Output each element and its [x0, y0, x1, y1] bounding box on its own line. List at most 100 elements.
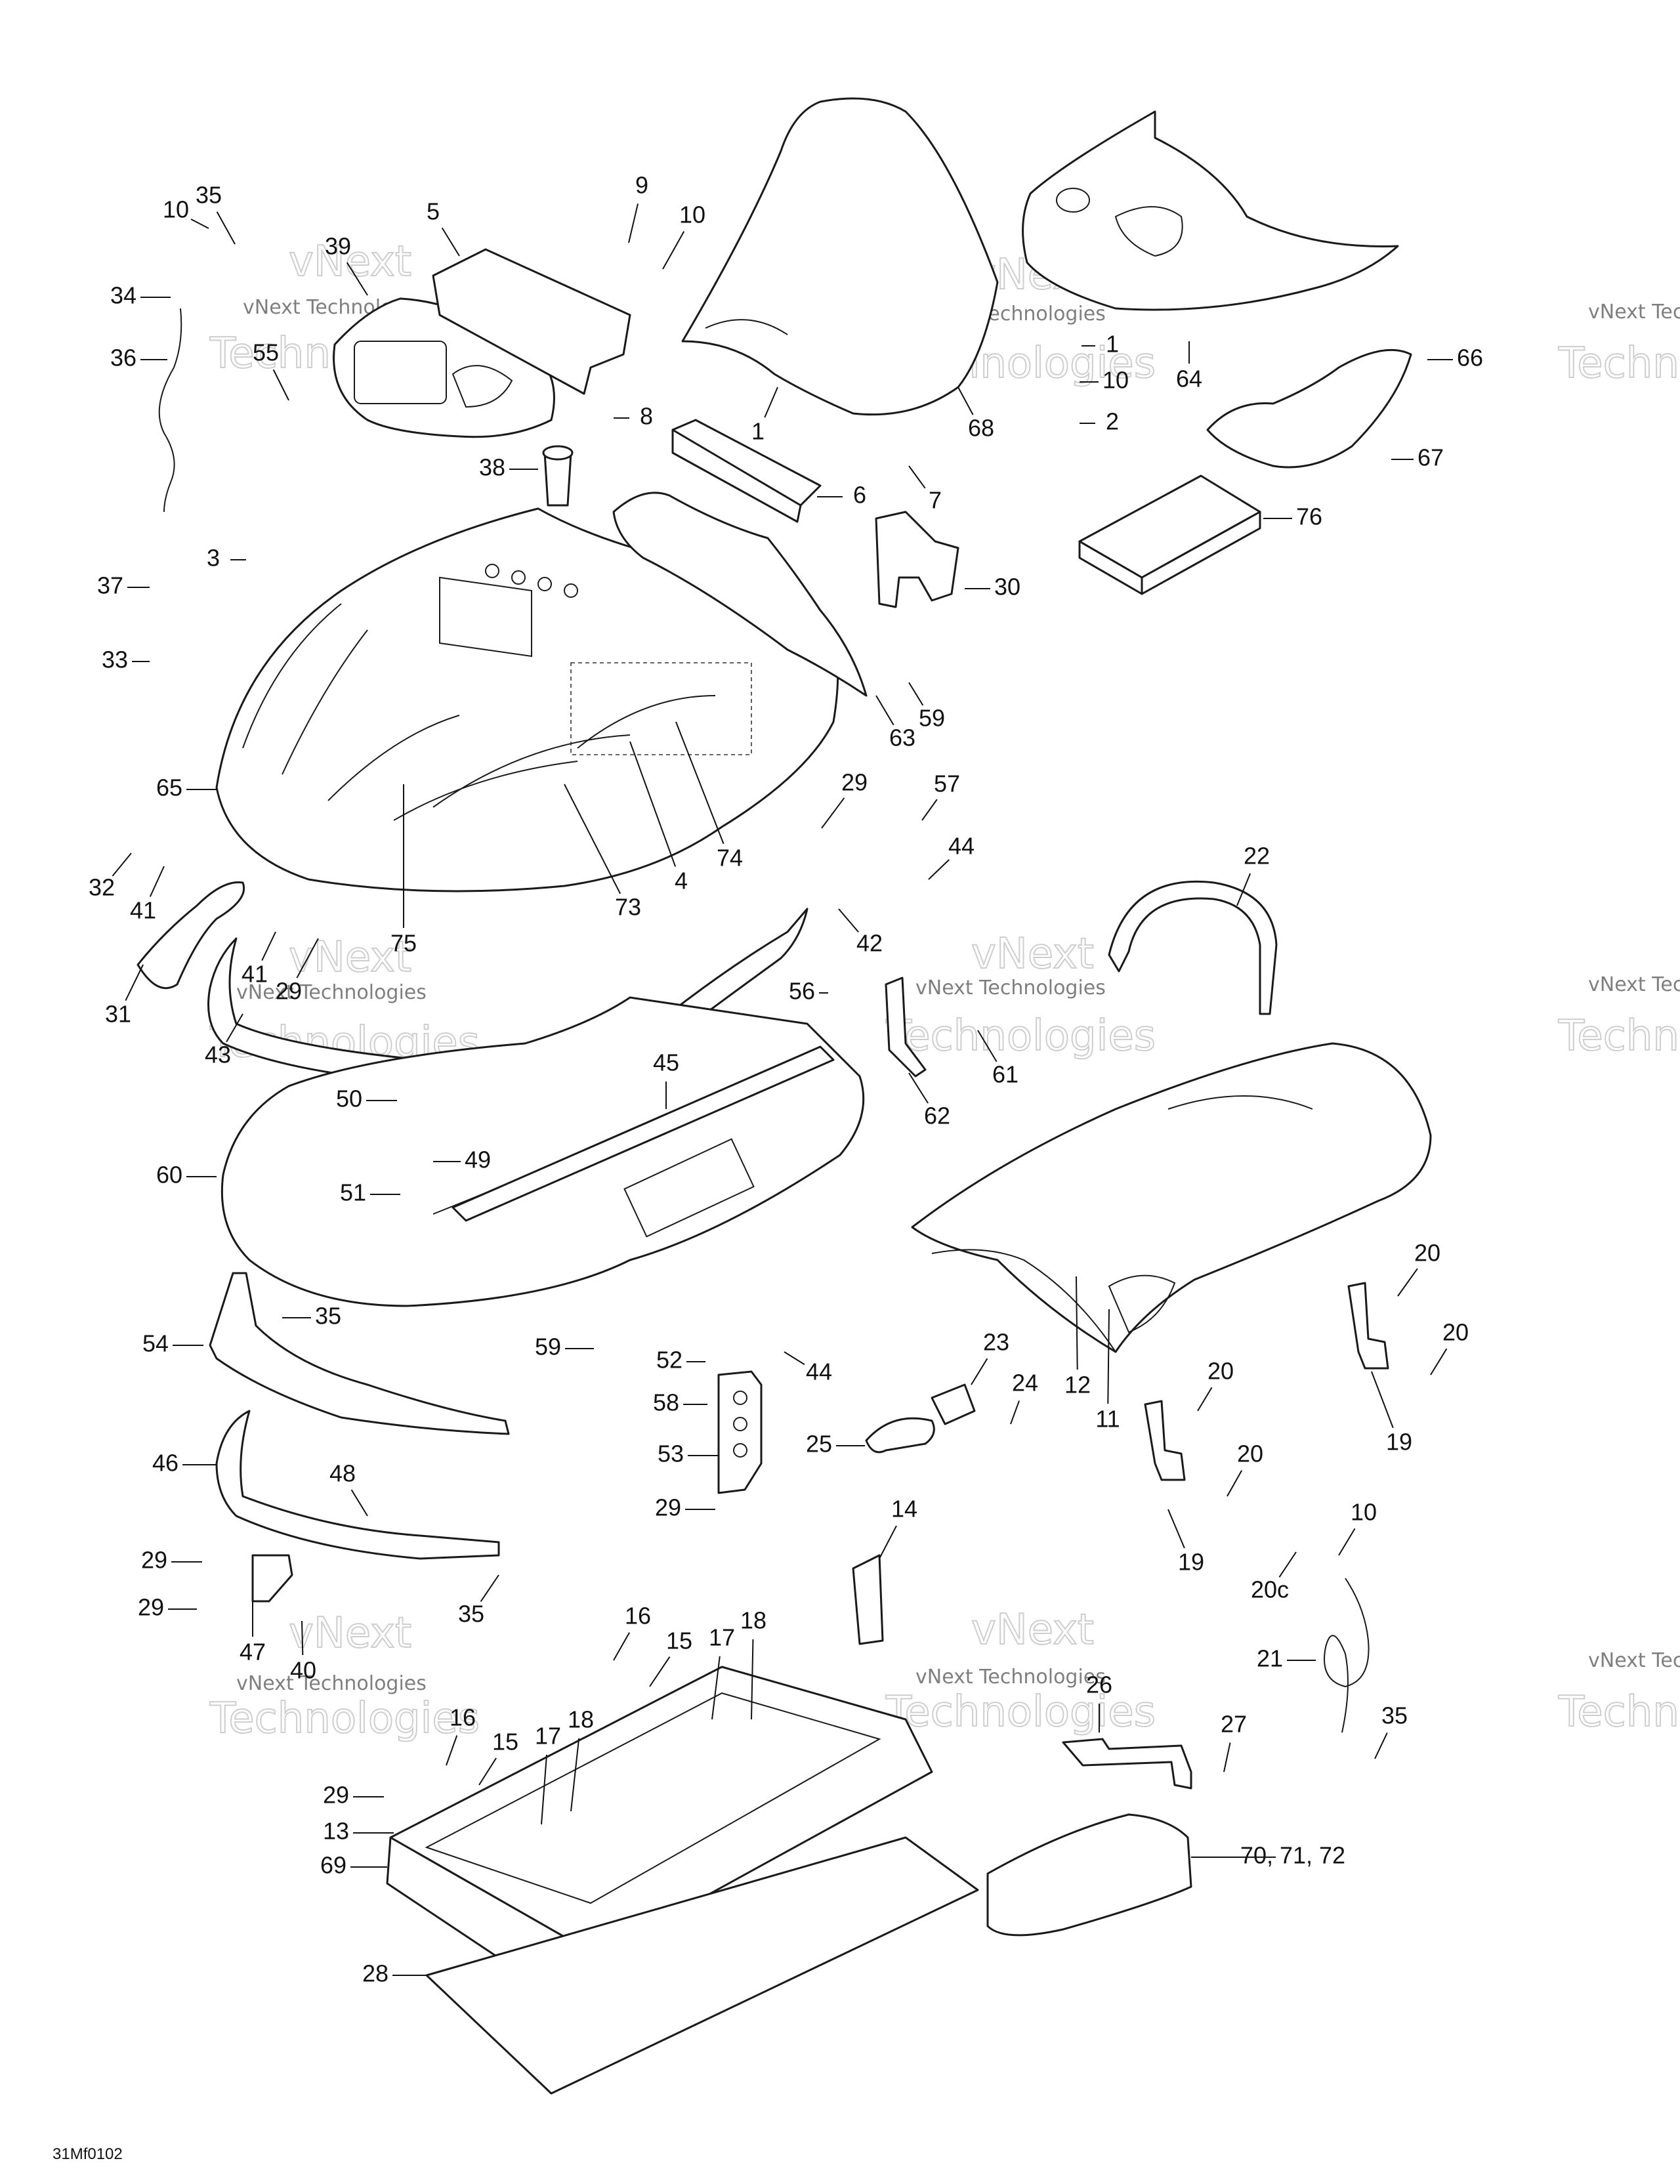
leader-line — [977, 1030, 998, 1062]
callout-label: 26 — [1086, 1671, 1112, 1698]
callout-c78: 20c — [1251, 1551, 1297, 1603]
callout-label: 76 — [1296, 503, 1322, 530]
callout-c95: 13 — [323, 1818, 394, 1845]
callout-c55: 35 — [282, 1303, 341, 1330]
callout-label: 35 — [315, 1303, 341, 1330]
callout-c73: 14 — [879, 1496, 917, 1559]
callout-label: 29 — [276, 978, 302, 1005]
callout-c71: 48 — [329, 1460, 368, 1517]
callout-c93: 35 — [1374, 1702, 1408, 1759]
leader-line — [764, 387, 778, 418]
callout-label: 53 — [658, 1440, 684, 1467]
callout-label: 29 — [323, 1782, 349, 1809]
callout-c69: 20 — [1227, 1440, 1263, 1497]
callout-c6: 10 — [662, 201, 705, 270]
rail-45 — [452, 1045, 835, 1222]
callout-c13: 2 — [1080, 408, 1119, 435]
callout-label: 9 — [635, 172, 648, 199]
leader-line — [908, 682, 924, 706]
callout-c67: 25 — [806, 1431, 865, 1458]
callout-c64: 24 — [1010, 1370, 1038, 1425]
leader-line — [1338, 1528, 1356, 1556]
watermark-big: vNext — [971, 930, 1094, 978]
callout-label: 28 — [362, 1960, 388, 1987]
leader-line — [629, 741, 677, 867]
callout-label: 21 — [1257, 1645, 1283, 1672]
callout-label: 32 — [89, 874, 115, 901]
callout-c25: 30 — [965, 574, 1020, 600]
callout-label: 67 — [1418, 444, 1444, 471]
callout-c97: 70, 71, 72 — [1191, 1842, 1345, 1869]
callout-c45: 61 — [977, 1030, 1018, 1088]
callout-label: 36 — [110, 345, 136, 371]
leader-line — [921, 799, 938, 821]
leader-line — [628, 203, 639, 243]
leader-line — [480, 1574, 499, 1603]
callout-label: 11 — [1095, 1406, 1120, 1433]
callout-label: 14 — [891, 1496, 917, 1522]
callout-c90: 17 — [535, 1723, 561, 1825]
callout-label: 16 — [450, 1704, 476, 1731]
dash-panel — [432, 248, 631, 395]
callout-c44: 56 — [789, 978, 828, 1005]
callout-label: 20c — [1251, 1576, 1289, 1603]
callout-label: 19 — [1386, 1429, 1412, 1456]
plate-26 — [1062, 1738, 1192, 1790]
callout-label: 50 — [336, 1085, 362, 1112]
callout-label: 56 — [789, 978, 815, 1005]
leader-line — [564, 784, 621, 894]
callout-c15: 66 — [1427, 345, 1483, 371]
callout-label: 55 — [253, 339, 279, 366]
latch-14 — [852, 1554, 884, 1645]
floor-mat — [425, 1836, 979, 2095]
callout-c56: 54 — [142, 1330, 203, 1357]
bracket-19 — [1347, 1282, 1389, 1370]
callout-c68: 53 — [658, 1440, 719, 1467]
leader-line — [875, 695, 894, 726]
callout-label: 57 — [934, 770, 960, 797]
watermark-text: vNext Technologies — [236, 1672, 427, 1695]
leader-line — [541, 1754, 548, 1825]
callout-label: 6 — [853, 482, 866, 509]
belly-pan — [220, 996, 865, 1307]
callout-c89: 18 — [568, 1706, 594, 1812]
watermark-big: Technologies — [885, 1688, 1156, 1736]
callout-c41: 41 — [242, 931, 276, 988]
callout-c32: 44 — [928, 833, 975, 880]
callout-label: 31 — [105, 1001, 131, 1028]
callout-c53: 20 — [1397, 1240, 1440, 1297]
callout-label: 68 — [968, 415, 994, 442]
callout-label: 27 — [1221, 1711, 1247, 1738]
callout-label: 16 — [625, 1603, 651, 1629]
callout-label: 41 — [130, 897, 156, 924]
callout-label: 73 — [615, 894, 641, 921]
callout-c23: 3 — [207, 545, 246, 572]
hinge-23 — [931, 1383, 976, 1425]
callout-c48: 62 — [908, 1072, 950, 1129]
cable-21 — [1324, 1578, 1370, 1733]
callout-label: 29 — [141, 1547, 167, 1574]
callout-c61: 12 — [1064, 1276, 1091, 1398]
callout-label: 63 — [889, 724, 915, 751]
leader-line — [1197, 1387, 1213, 1412]
callout-c80: 16 — [613, 1603, 651, 1661]
callout-label: 17 — [709, 1624, 735, 1651]
leader-line — [350, 1489, 368, 1517]
callout-c29: 65 — [156, 774, 217, 801]
leader-line — [711, 1656, 721, 1720]
callout-c30: 29 — [821, 769, 868, 829]
callout-c70: 46 — [152, 1450, 217, 1477]
watermark-big: Technologies — [1558, 1012, 1680, 1060]
leader-line — [1397, 1268, 1418, 1297]
leader-line — [478, 1757, 497, 1786]
callout-label: 1 — [1106, 331, 1119, 358]
callout-label: 47 — [240, 1639, 266, 1666]
bracket-53 — [717, 1370, 763, 1494]
callout-label: 33 — [102, 646, 128, 673]
callout-label: 13 — [323, 1818, 349, 1845]
storage-bag — [986, 1813, 1192, 1937]
leader-line — [1278, 1551, 1297, 1578]
callout-label: 25 — [806, 1431, 832, 1458]
